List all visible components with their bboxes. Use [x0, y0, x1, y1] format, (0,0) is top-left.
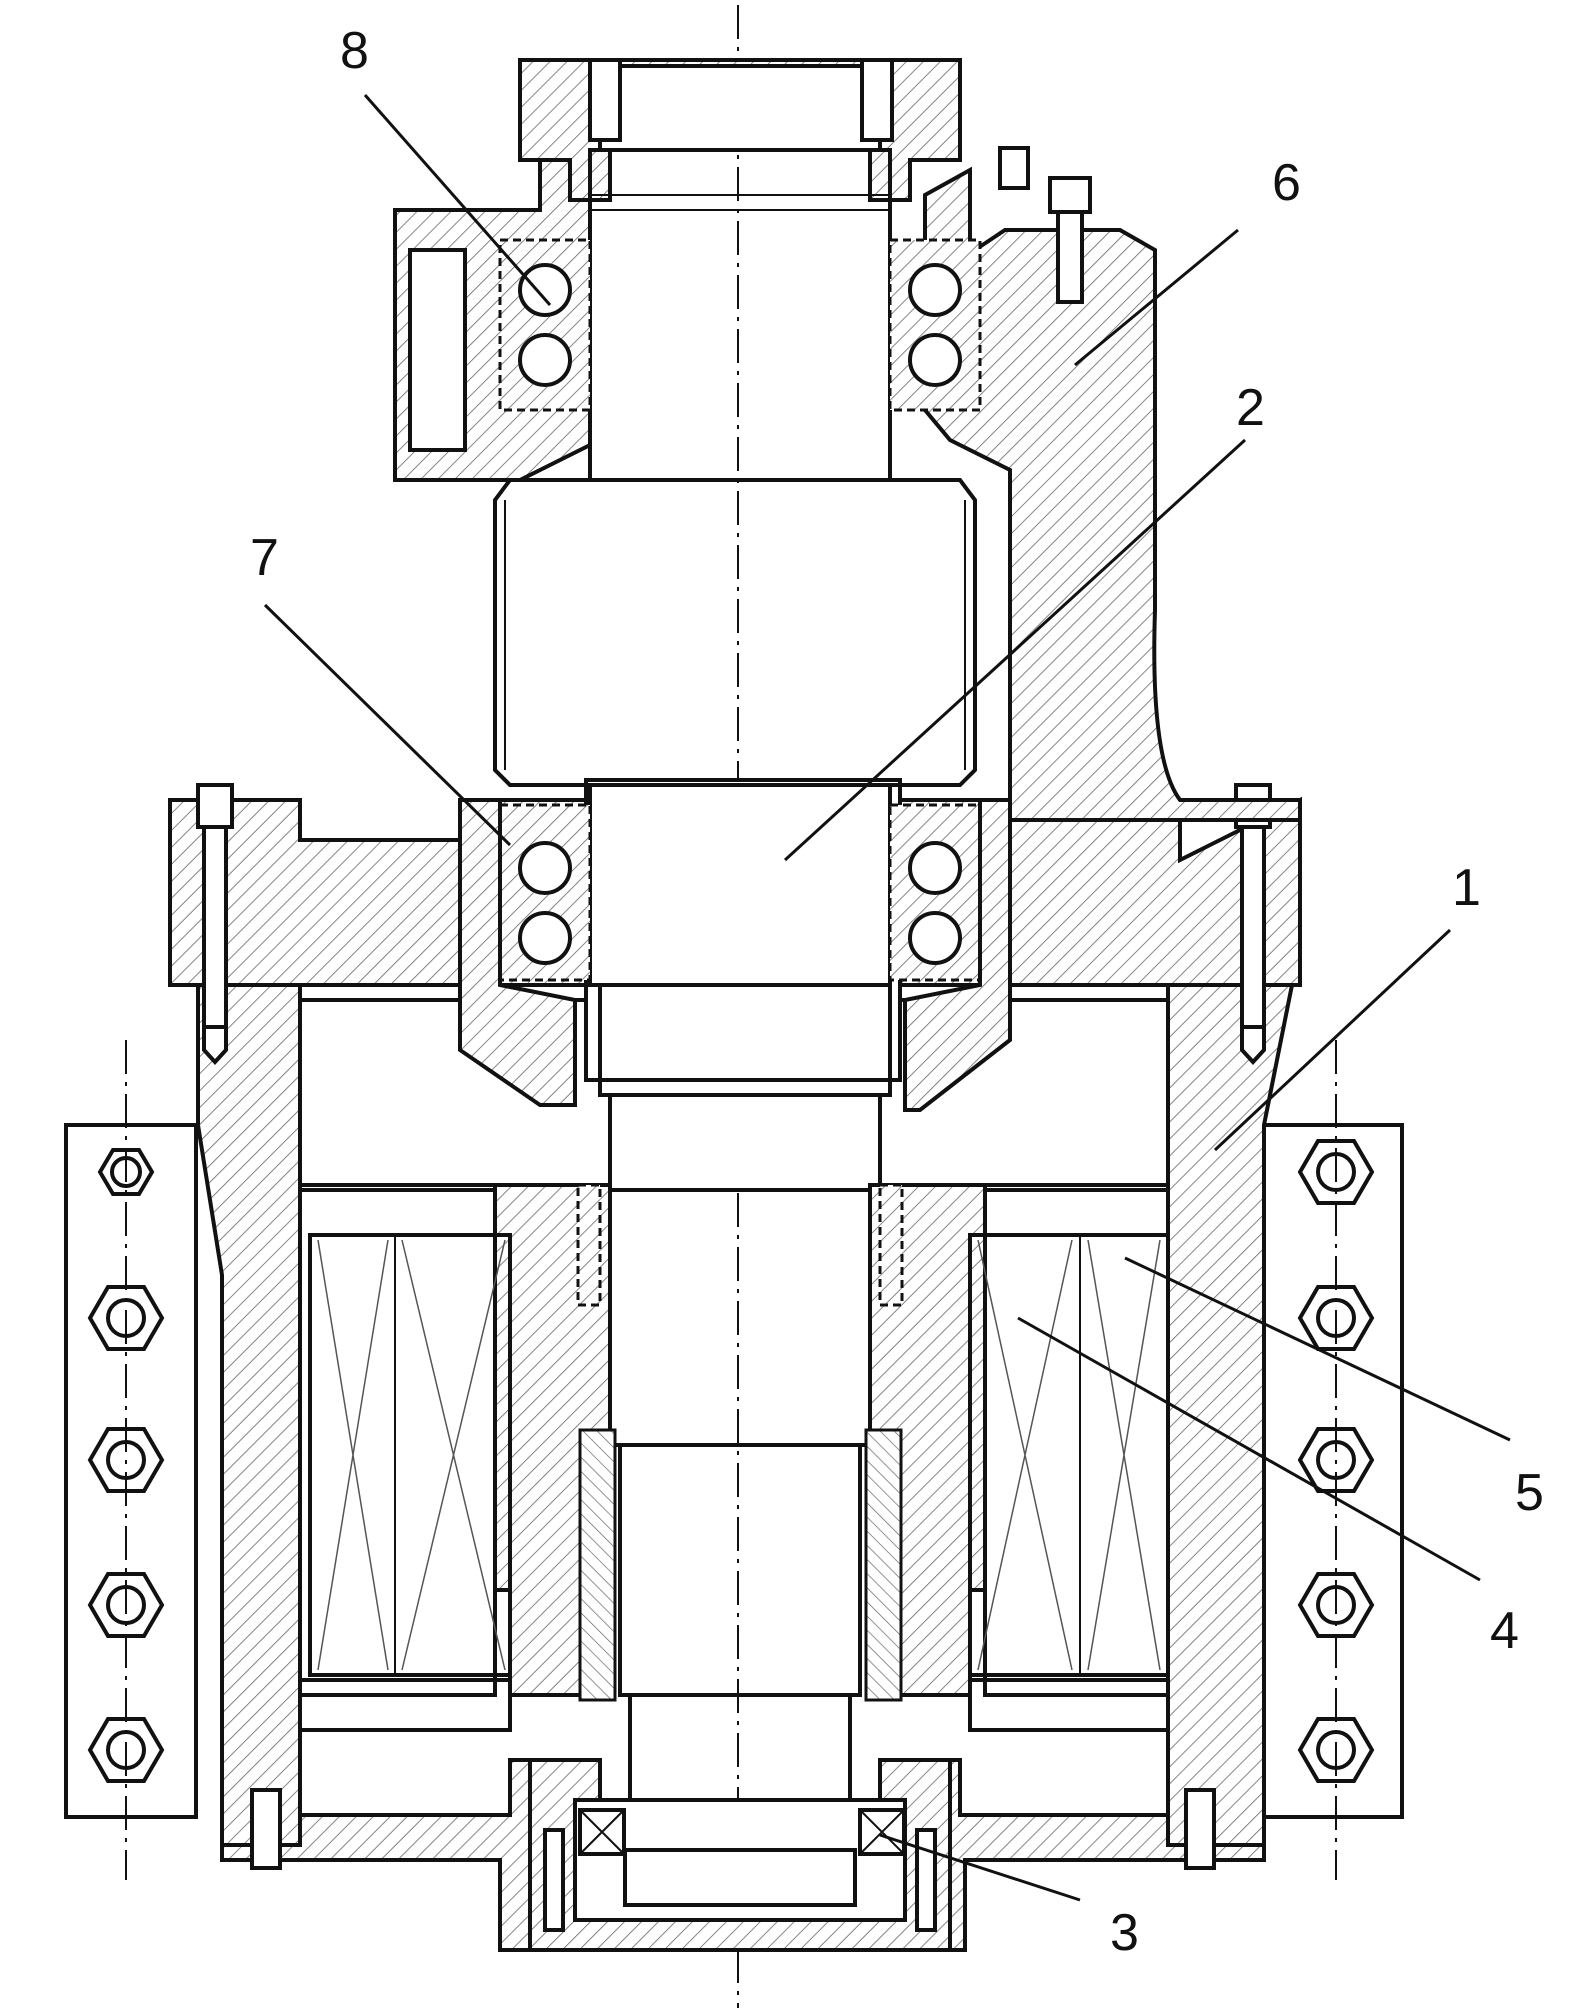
part-label-5: 5	[1515, 1464, 1544, 1522]
part-label-6: 6	[1272, 154, 1301, 212]
part-label-4: 4	[1490, 1602, 1519, 1660]
part-label-2: 2	[1236, 379, 1265, 437]
rotor	[495, 1185, 985, 1700]
stator-housing	[66, 780, 1402, 1950]
bottom-bearing-cap	[530, 1760, 950, 1950]
part-label-1: 1	[1452, 859, 1481, 917]
coil-assembly-right	[970, 1185, 1168, 1730]
right-plate-nuts	[1300, 1040, 1372, 1880]
coil-assembly-left	[300, 1185, 510, 1730]
part-label-8: 8	[340, 22, 369, 80]
upper-bearings	[500, 240, 980, 410]
part-label-7: 7	[250, 529, 279, 587]
left-plate-nuts	[90, 1040, 162, 1880]
part-label-3: 3	[1110, 1904, 1139, 1962]
